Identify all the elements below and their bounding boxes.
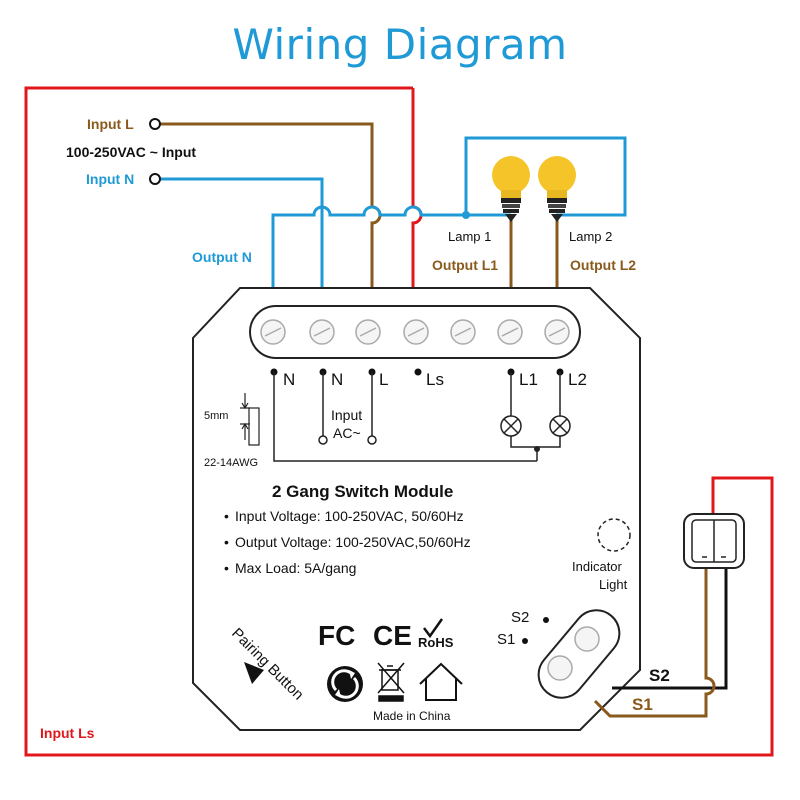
s1-wire-label: S1: [632, 695, 653, 714]
output-n-wire: [271, 136, 627, 288]
terminal-l-label: L: [379, 370, 388, 389]
recycle-icon: [327, 666, 363, 702]
input-ac-label-2: AC~: [333, 425, 361, 441]
input-l-label: Input L: [87, 116, 134, 132]
input-l-terminal: [149, 118, 161, 130]
terminal-l1-label: L1: [519, 370, 538, 389]
schematic-junction: [534, 446, 540, 452]
made-in-label: Made in China: [373, 709, 451, 723]
pairing-arrow-icon: [244, 662, 264, 684]
lamp-2: [538, 156, 576, 222]
s2-wire-label: S2: [649, 666, 670, 685]
input-ac-label-1: Input: [331, 407, 362, 423]
output-l1-label: Output L1: [432, 257, 498, 273]
module-name: 2 Gang Switch Module: [272, 482, 453, 501]
switch-terminal-block: [537, 609, 621, 699]
s1-wire: [593, 566, 716, 718]
rohs-check-icon: [423, 618, 444, 639]
fcc-logo: FC: [318, 620, 355, 651]
spec-input-voltage: Input Voltage: 100-250VAC, 50/60Hz: [235, 508, 464, 524]
terminal-screws: [260, 319, 570, 345]
spec-output-voltage: Output Voltage: 100-250VAC,50/60Hz: [235, 534, 471, 550]
s1-dot: [522, 638, 528, 644]
module-s1-label: S1: [497, 631, 515, 648]
input-ac-terminals: [318, 435, 377, 445]
ce-logo: CE: [373, 620, 412, 651]
terminal-n2-label: N: [331, 370, 343, 389]
indicator-label-1: Indicator: [572, 559, 623, 574]
input-n-wire: [160, 177, 324, 288]
neutral-junction: [462, 211, 470, 219]
input-n-label: Input N: [86, 171, 134, 187]
terminal-l2-label: L2: [568, 370, 587, 389]
spec-bullet: •: [224, 560, 229, 576]
s2-wire: [612, 566, 728, 690]
spec-bullet: •: [224, 508, 229, 524]
output-l-wires: [509, 220, 559, 288]
rohs-logo: RoHS: [418, 635, 454, 650]
spec-list: • Input Voltage: 100-250VAC, 50/60Hz • O…: [224, 508, 471, 576]
diagram-title: Wiring Diagram: [232, 20, 568, 69]
home-icon: [419, 662, 463, 701]
module-body: [192, 287, 641, 731]
weee-bin-icon: [377, 662, 405, 702]
module-s2-label: S2: [511, 609, 529, 626]
lamp-1: [492, 156, 530, 222]
wall-switch-icon[interactable]: [683, 513, 745, 569]
input-n-terminal: [149, 173, 161, 185]
supply-label: 100-250VAC ~ Input: [66, 144, 196, 160]
internal-schematic: [273, 372, 561, 462]
input-ls-label: Input Ls: [40, 725, 95, 741]
strip-gauge-icon: [240, 393, 260, 446]
output-l2-label: Output L2: [570, 257, 636, 273]
indicator-light-icon: [597, 518, 631, 552]
spec-bullet: •: [224, 534, 229, 550]
output-n-label: Output N: [192, 249, 252, 265]
lamp-1-label: Lamp 1: [448, 229, 491, 244]
indicator-label-2: Light: [599, 577, 628, 592]
spec-max-load: Max Load: 5A/gang: [235, 560, 356, 576]
s2-dot: [543, 617, 549, 623]
lamp-symbols: [500, 415, 571, 437]
terminal-n1-label: N: [283, 370, 295, 389]
strip-length-label: 5mm: [204, 410, 228, 422]
lamp-2-label: Lamp 2: [569, 229, 612, 244]
terminal-ls-label: Ls: [426, 370, 444, 389]
wire-gauge-label: 22-14AWG: [204, 457, 258, 469]
